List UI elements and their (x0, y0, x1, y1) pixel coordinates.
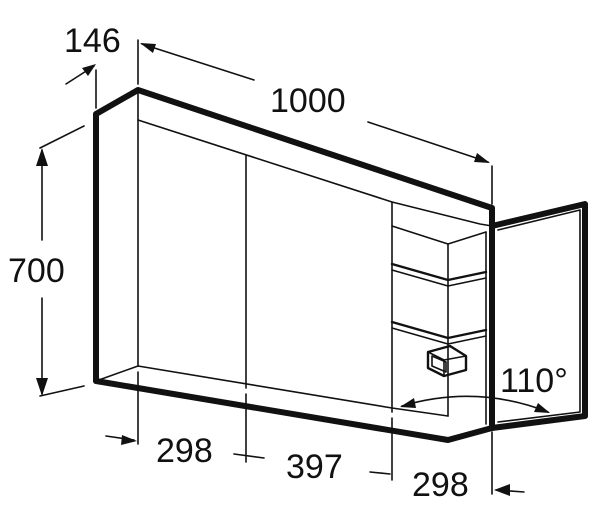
side-bottom-edge (95, 365, 139, 382)
label-width: 1000 (270, 82, 346, 120)
compartment-top-inner (391, 225, 487, 245)
socket-icon (426, 344, 468, 378)
label-door-angle: 110° (500, 362, 568, 400)
shelf-1 (390, 262, 488, 282)
front-face-bottom (137, 365, 449, 417)
height-extension-top (39, 125, 85, 149)
dim-397-right-line (369, 471, 391, 475)
front-face-top (137, 119, 493, 227)
dim-298-left-arrow (121, 435, 137, 445)
width-line-right (367, 121, 489, 163)
height-arrow-top (36, 148, 48, 166)
open-door (489, 201, 588, 431)
height-arrow-bottom (36, 378, 48, 396)
dim-397-left-line (233, 453, 265, 459)
angle-arrow-left (400, 398, 416, 408)
depth-arrow-head (82, 64, 96, 76)
label-left-section: 298 (156, 432, 213, 470)
shelf-1-front (391, 269, 487, 287)
angle-arrow-right (534, 403, 550, 413)
cabinet-outline (93, 87, 495, 443)
angle-arc (401, 395, 549, 413)
shelf-2 (390, 320, 488, 340)
label-height: 700 (8, 252, 65, 290)
dim-298-right-arrow (494, 484, 510, 496)
height-extension-bottom (39, 385, 85, 397)
label-center-section: 397 (286, 448, 343, 486)
width-arrow-right (474, 153, 490, 163)
width-arrow-left (140, 43, 156, 53)
label-right-section: 298 (412, 466, 469, 504)
width-line-left (141, 43, 255, 81)
door-inner-edge (497, 209, 581, 423)
shelf-2-front (391, 327, 487, 345)
label-depth: 146 (64, 22, 121, 60)
